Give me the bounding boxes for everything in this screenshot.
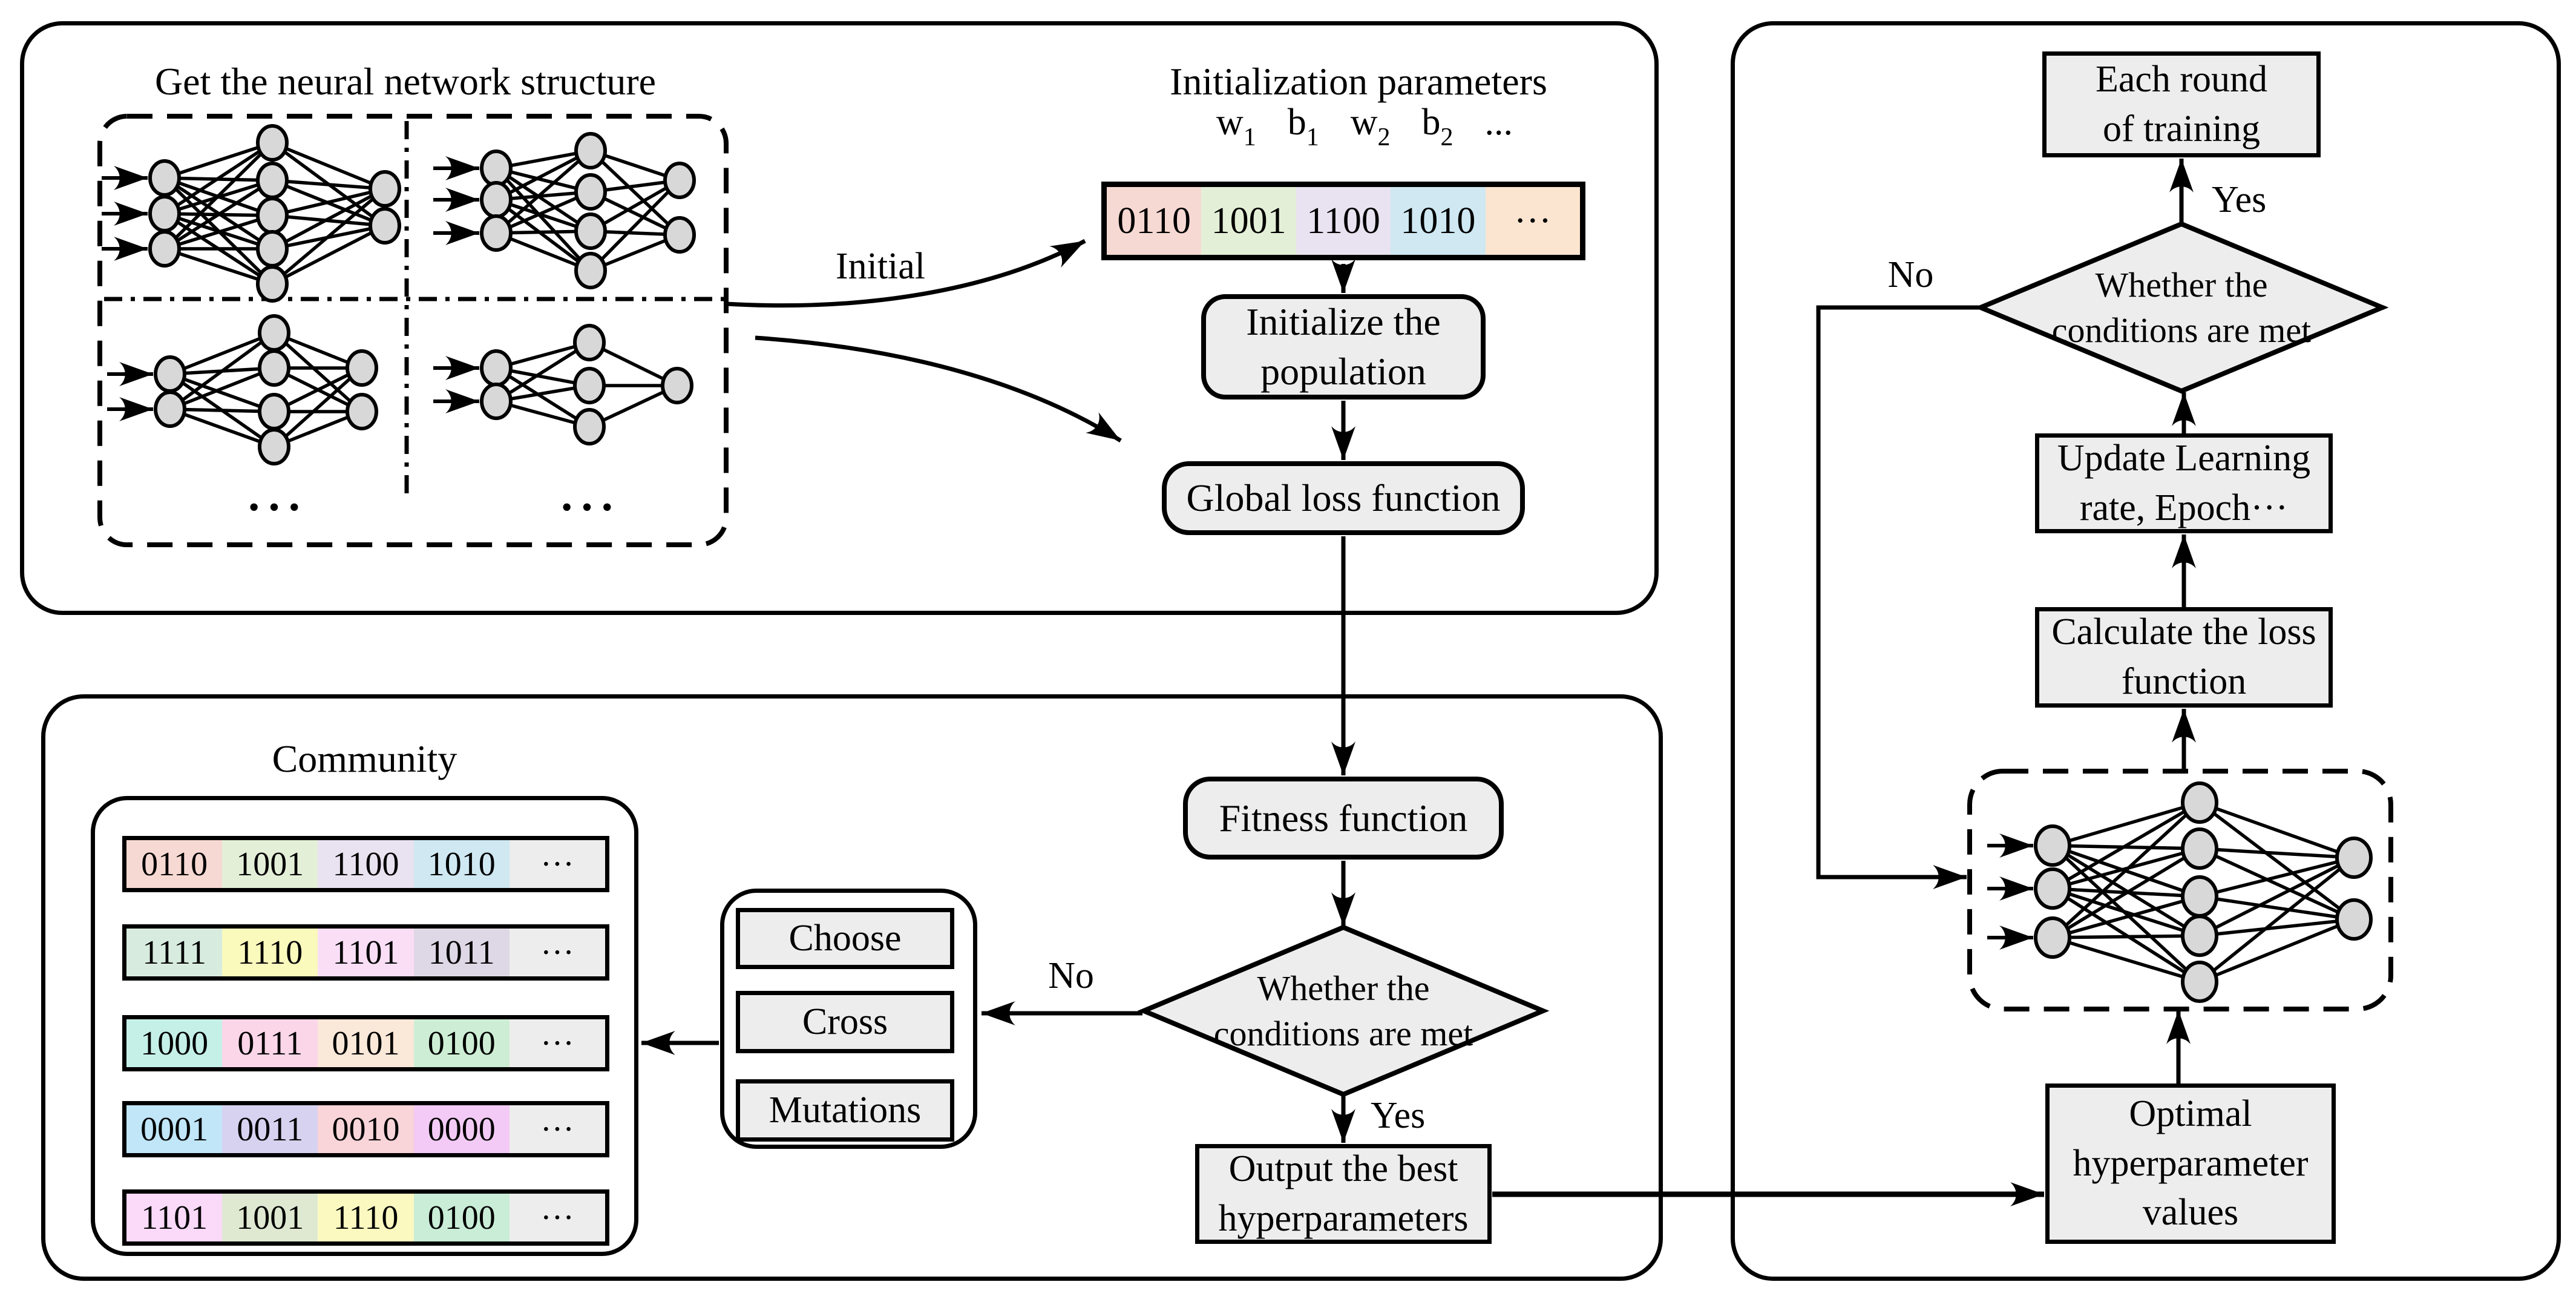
gene: 0100 (413, 1194, 510, 1241)
gene: ··· (509, 1019, 606, 1067)
calculate-loss-box: Calculate the loss function (2035, 607, 2333, 708)
ga-yes-label: Yes (1371, 1094, 1426, 1136)
chromosome-segment: 0110 (1107, 187, 1202, 255)
gene: 1011 (413, 929, 510, 976)
panel-structure (20, 21, 1659, 615)
init-chromosome-bar: 0110 1001 1100 1010 ··· (1101, 182, 1585, 260)
community-row: 0110 1001 1100 1010 ··· (122, 836, 609, 892)
training-no-label: No (1887, 254, 1934, 295)
gene: 1101 (318, 929, 414, 976)
gene: 1001 (222, 840, 318, 888)
panel-training-loop (1731, 21, 2561, 1281)
panel-genetic-algorithm (41, 694, 1663, 1281)
gene: 1100 (318, 840, 414, 888)
optimal-hyperparameter-box: Optimal hyperparameter values (2045, 1083, 2336, 1244)
gene: 1111 (126, 929, 223, 976)
ga-no-label: No (1048, 955, 1094, 996)
gene: 0001 (126, 1105, 223, 1153)
ga-decision-text: Whether the conditions are met (1213, 968, 1473, 1053)
community-row: 1101 1001 1110 0100 ··· (122, 1189, 609, 1246)
community-row: 0001 0011 0010 0000 ··· (122, 1101, 609, 1157)
gene: 0011 (222, 1105, 318, 1153)
gene: 0101 (318, 1019, 414, 1067)
each-round-box: Each round of training (2042, 51, 2321, 157)
gene: 1110 (222, 929, 318, 976)
gene: 1001 (222, 1194, 318, 1241)
chromosome-segment: 1001 (1201, 187, 1296, 255)
operator-mutations: Mutations (736, 1079, 954, 1142)
gene: 0000 (413, 1105, 510, 1153)
chromosome-segment: 1100 (1296, 187, 1391, 255)
param-b1: b1 (1287, 101, 1319, 151)
operator-cross: Cross (736, 991, 954, 1053)
community-row: 1000 0111 0101 0100 ··· (122, 1015, 609, 1071)
gene: 0100 (413, 1019, 510, 1067)
ellipsis-networks-left: ··· (246, 481, 307, 533)
structure-title: Get the neural network structure (154, 60, 657, 103)
operator-choose: Choose (736, 908, 954, 969)
gene: 0111 (222, 1019, 318, 1067)
init-params-row: w1 b1 w2 b2 ... (1171, 97, 1558, 151)
init-title: Initialization parameters (1170, 60, 1547, 103)
chromosome-segment: 1010 (1391, 187, 1486, 255)
gene: 0110 (126, 840, 223, 888)
gene: ··· (509, 1105, 606, 1153)
community-title: Community (272, 737, 457, 780)
param-w2: w2 (1350, 101, 1391, 151)
gene: ··· (509, 1194, 606, 1241)
global-loss-box: Global loss function (1162, 461, 1525, 535)
gene: 1101 (126, 1194, 223, 1241)
training-yes-label: Yes (2212, 179, 2267, 220)
param-ellipsis: ... (1484, 101, 1513, 143)
community-box (91, 796, 638, 1256)
gene: 1110 (318, 1194, 414, 1241)
gene: ··· (509, 929, 606, 976)
operators-container (720, 889, 977, 1149)
update-learning-box: Update Learning rate, Epoch··· (2035, 433, 2333, 533)
gene: ··· (509, 840, 606, 888)
initialize-population-box: Initialize the population (1201, 294, 1486, 399)
community-row: 1111 1110 1101 1011 ··· (122, 924, 609, 981)
output-best-box: Output the best hyperparameters (1195, 1144, 1492, 1244)
gene: 1000 (126, 1019, 223, 1067)
initial-label: Initial (835, 245, 926, 287)
ellipsis-networks-right: ··· (559, 481, 620, 533)
gene: 1010 (413, 840, 510, 888)
chromosome-segment: ··· (1485, 187, 1581, 255)
gene: 0010 (318, 1105, 414, 1153)
training-decision-text: Whether the conditions are met (2051, 265, 2312, 350)
fitness-box: Fitness function (1183, 777, 1504, 860)
param-w1: w1 (1216, 101, 1256, 151)
param-b2: b2 (1421, 101, 1454, 151)
